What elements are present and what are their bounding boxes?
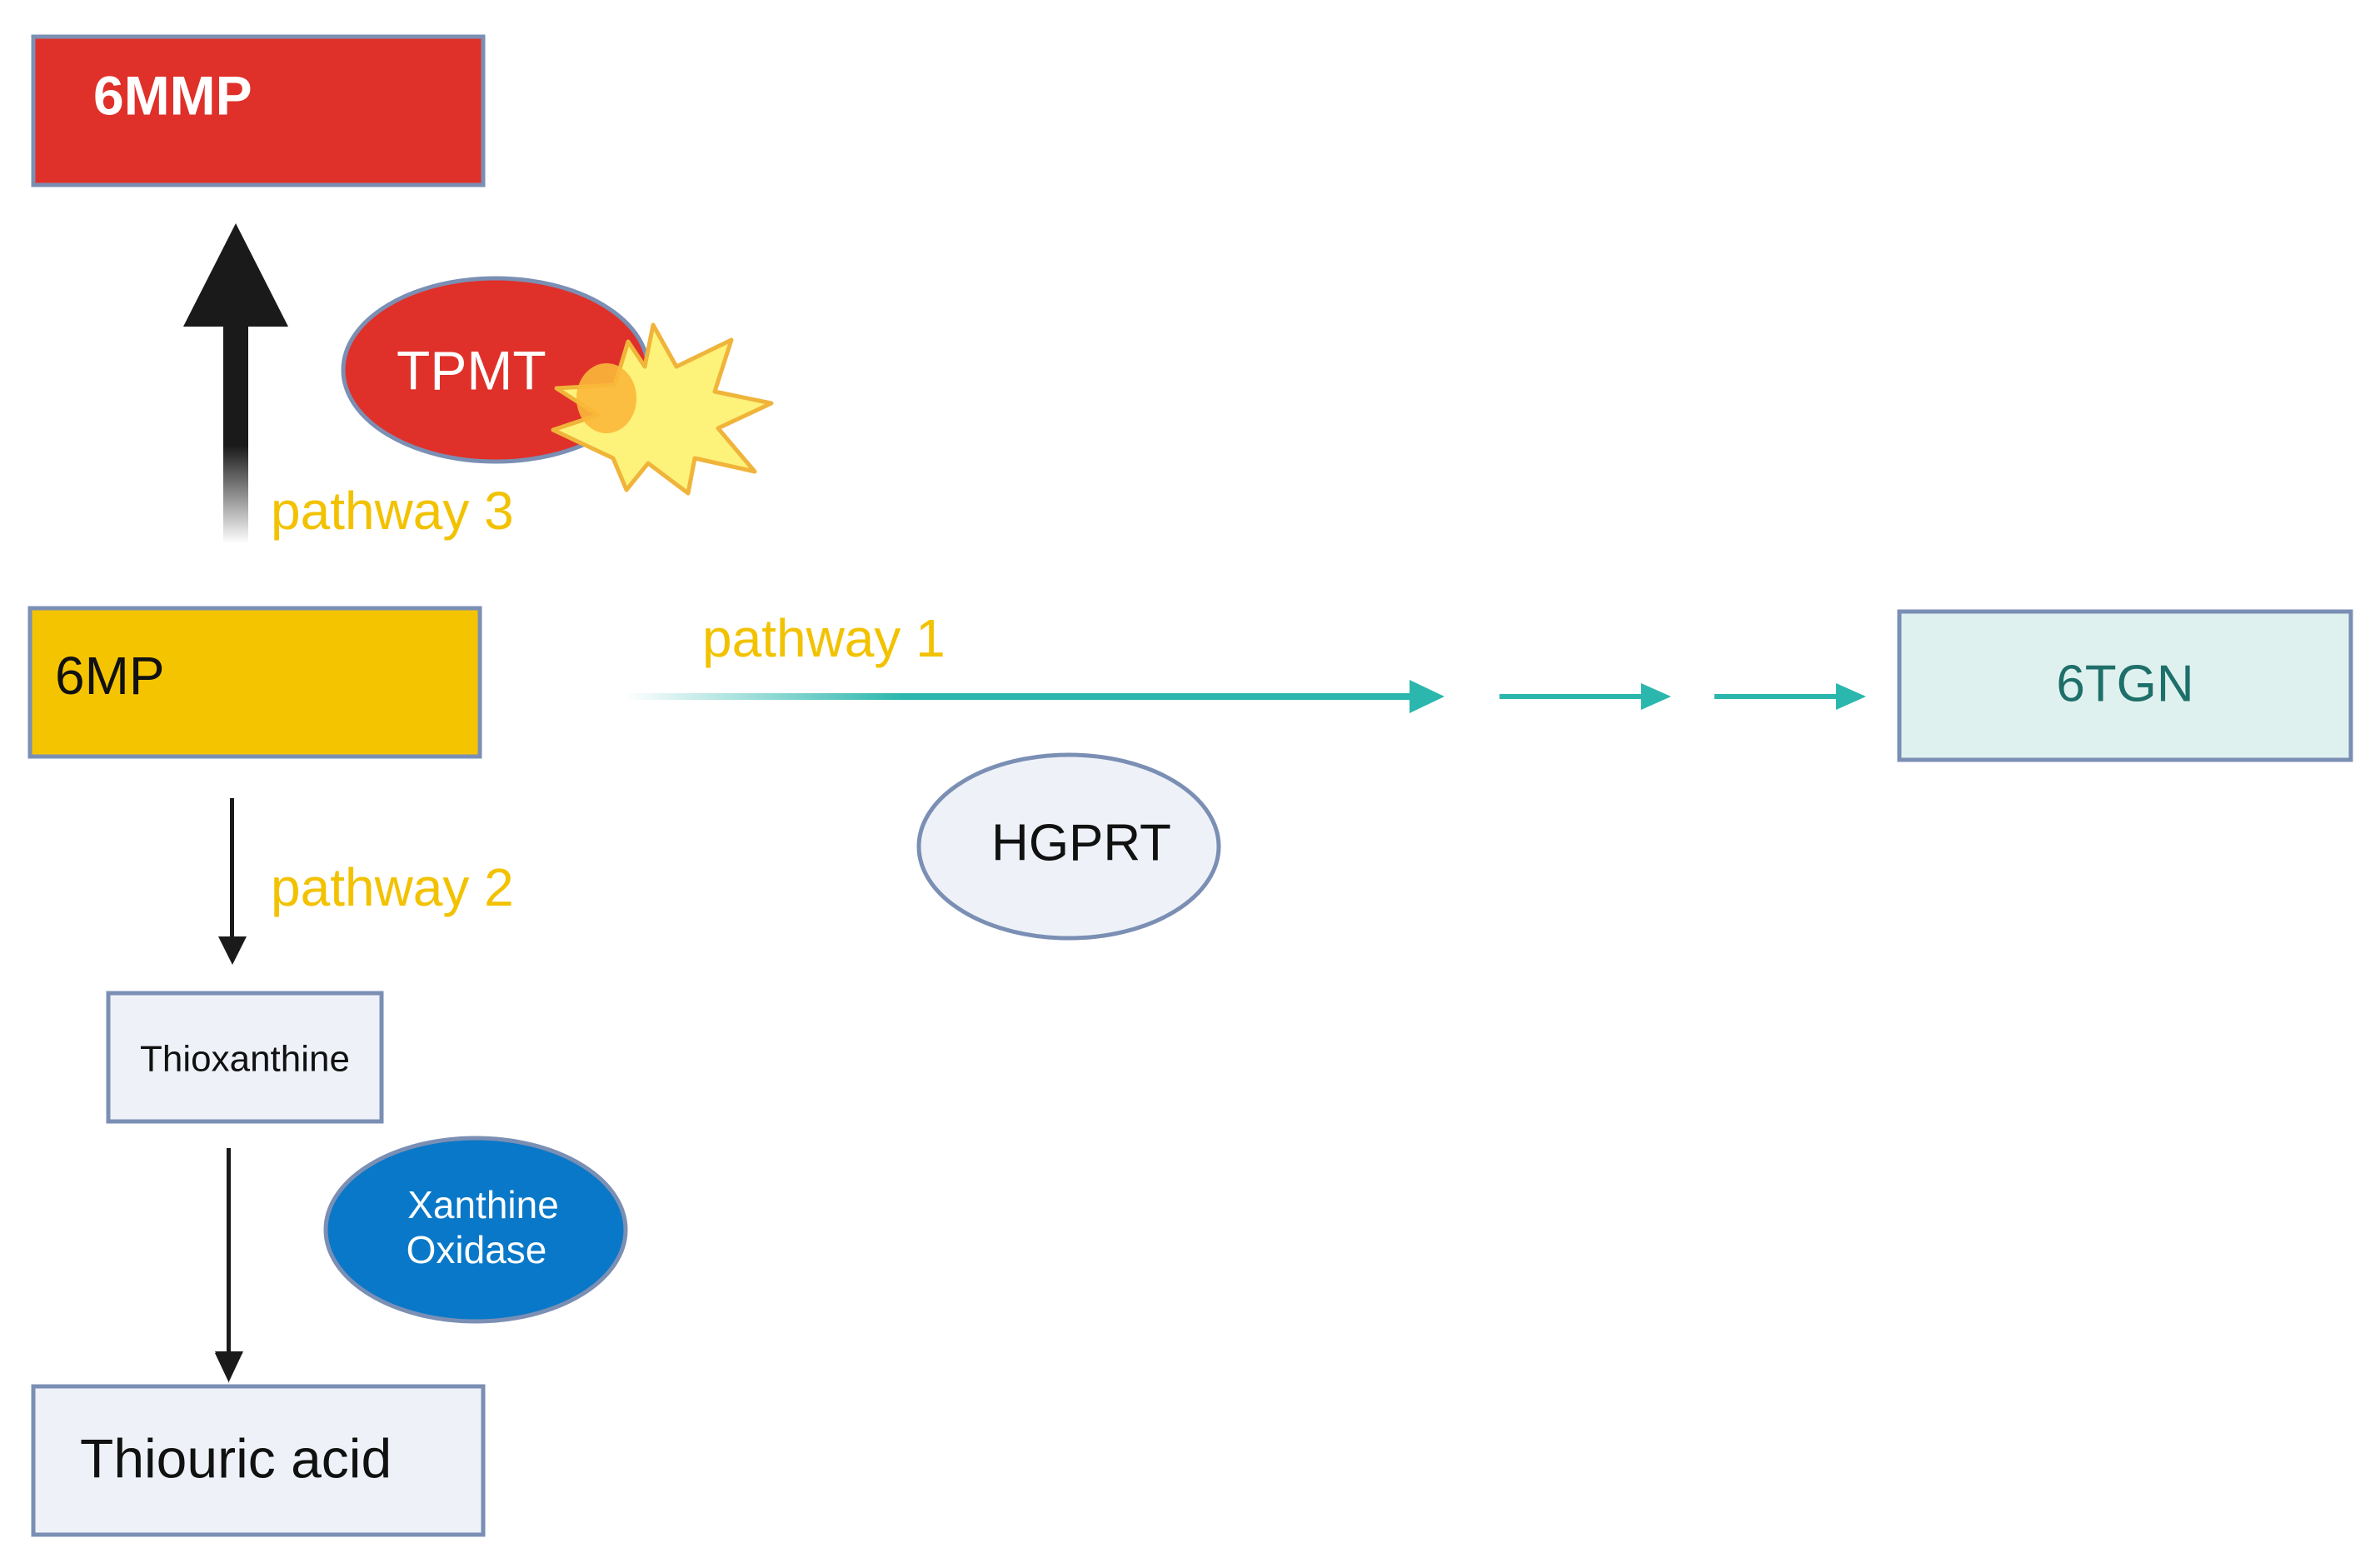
xanthine-oxidase-label-line1: Xanthine [407,1183,559,1226]
node-6mmp-label: 6MMP [93,64,252,126]
pathway-2-label: pathway 2 [271,857,514,917]
node-6mp: 6MP [27,606,482,759]
node-6mmp: 6MMP [31,34,486,187]
pathway-1-arrow-segment-3 [1714,683,1866,710]
pathway-1-arrow [625,680,1444,713]
hgprt-enzyme: HGPRT [916,752,1221,941]
node-thiouric-acid: Thiouric acid [31,1384,486,1537]
node-thiouric-acid-label: Thiouric acid [80,1427,392,1489]
pathway-3-label: pathway 3 [271,481,514,541]
node-6mp-label: 6MP [55,646,165,706]
xanthine-oxidase-enzyme: Xanthine Oxidase [323,1136,628,1324]
pathway-2-arrow [218,798,247,965]
thioxanthine-to-thiouric-arrow [215,1148,243,1383]
tpmt-enzyme: TPMT [341,276,774,496]
node-thioxanthine: Thioxanthine [106,991,384,1124]
pathway-3-arrow [183,223,288,543]
node-thioxanthine-label: Thioxanthine [140,1039,350,1080]
node-6tgn: 6TGN [1897,609,2353,762]
pathway-1-label: pathway 1 [702,608,946,668]
tpmt-label: TPMT [397,339,546,401]
pathway-1-arrow-segment-2 [1499,683,1671,710]
xanthine-oxidase-label-line2: Oxidase [407,1228,547,1271]
node-6tgn-label: 6TGN [2056,655,2193,712]
hgprt-label: HGPRT [991,814,1171,871]
